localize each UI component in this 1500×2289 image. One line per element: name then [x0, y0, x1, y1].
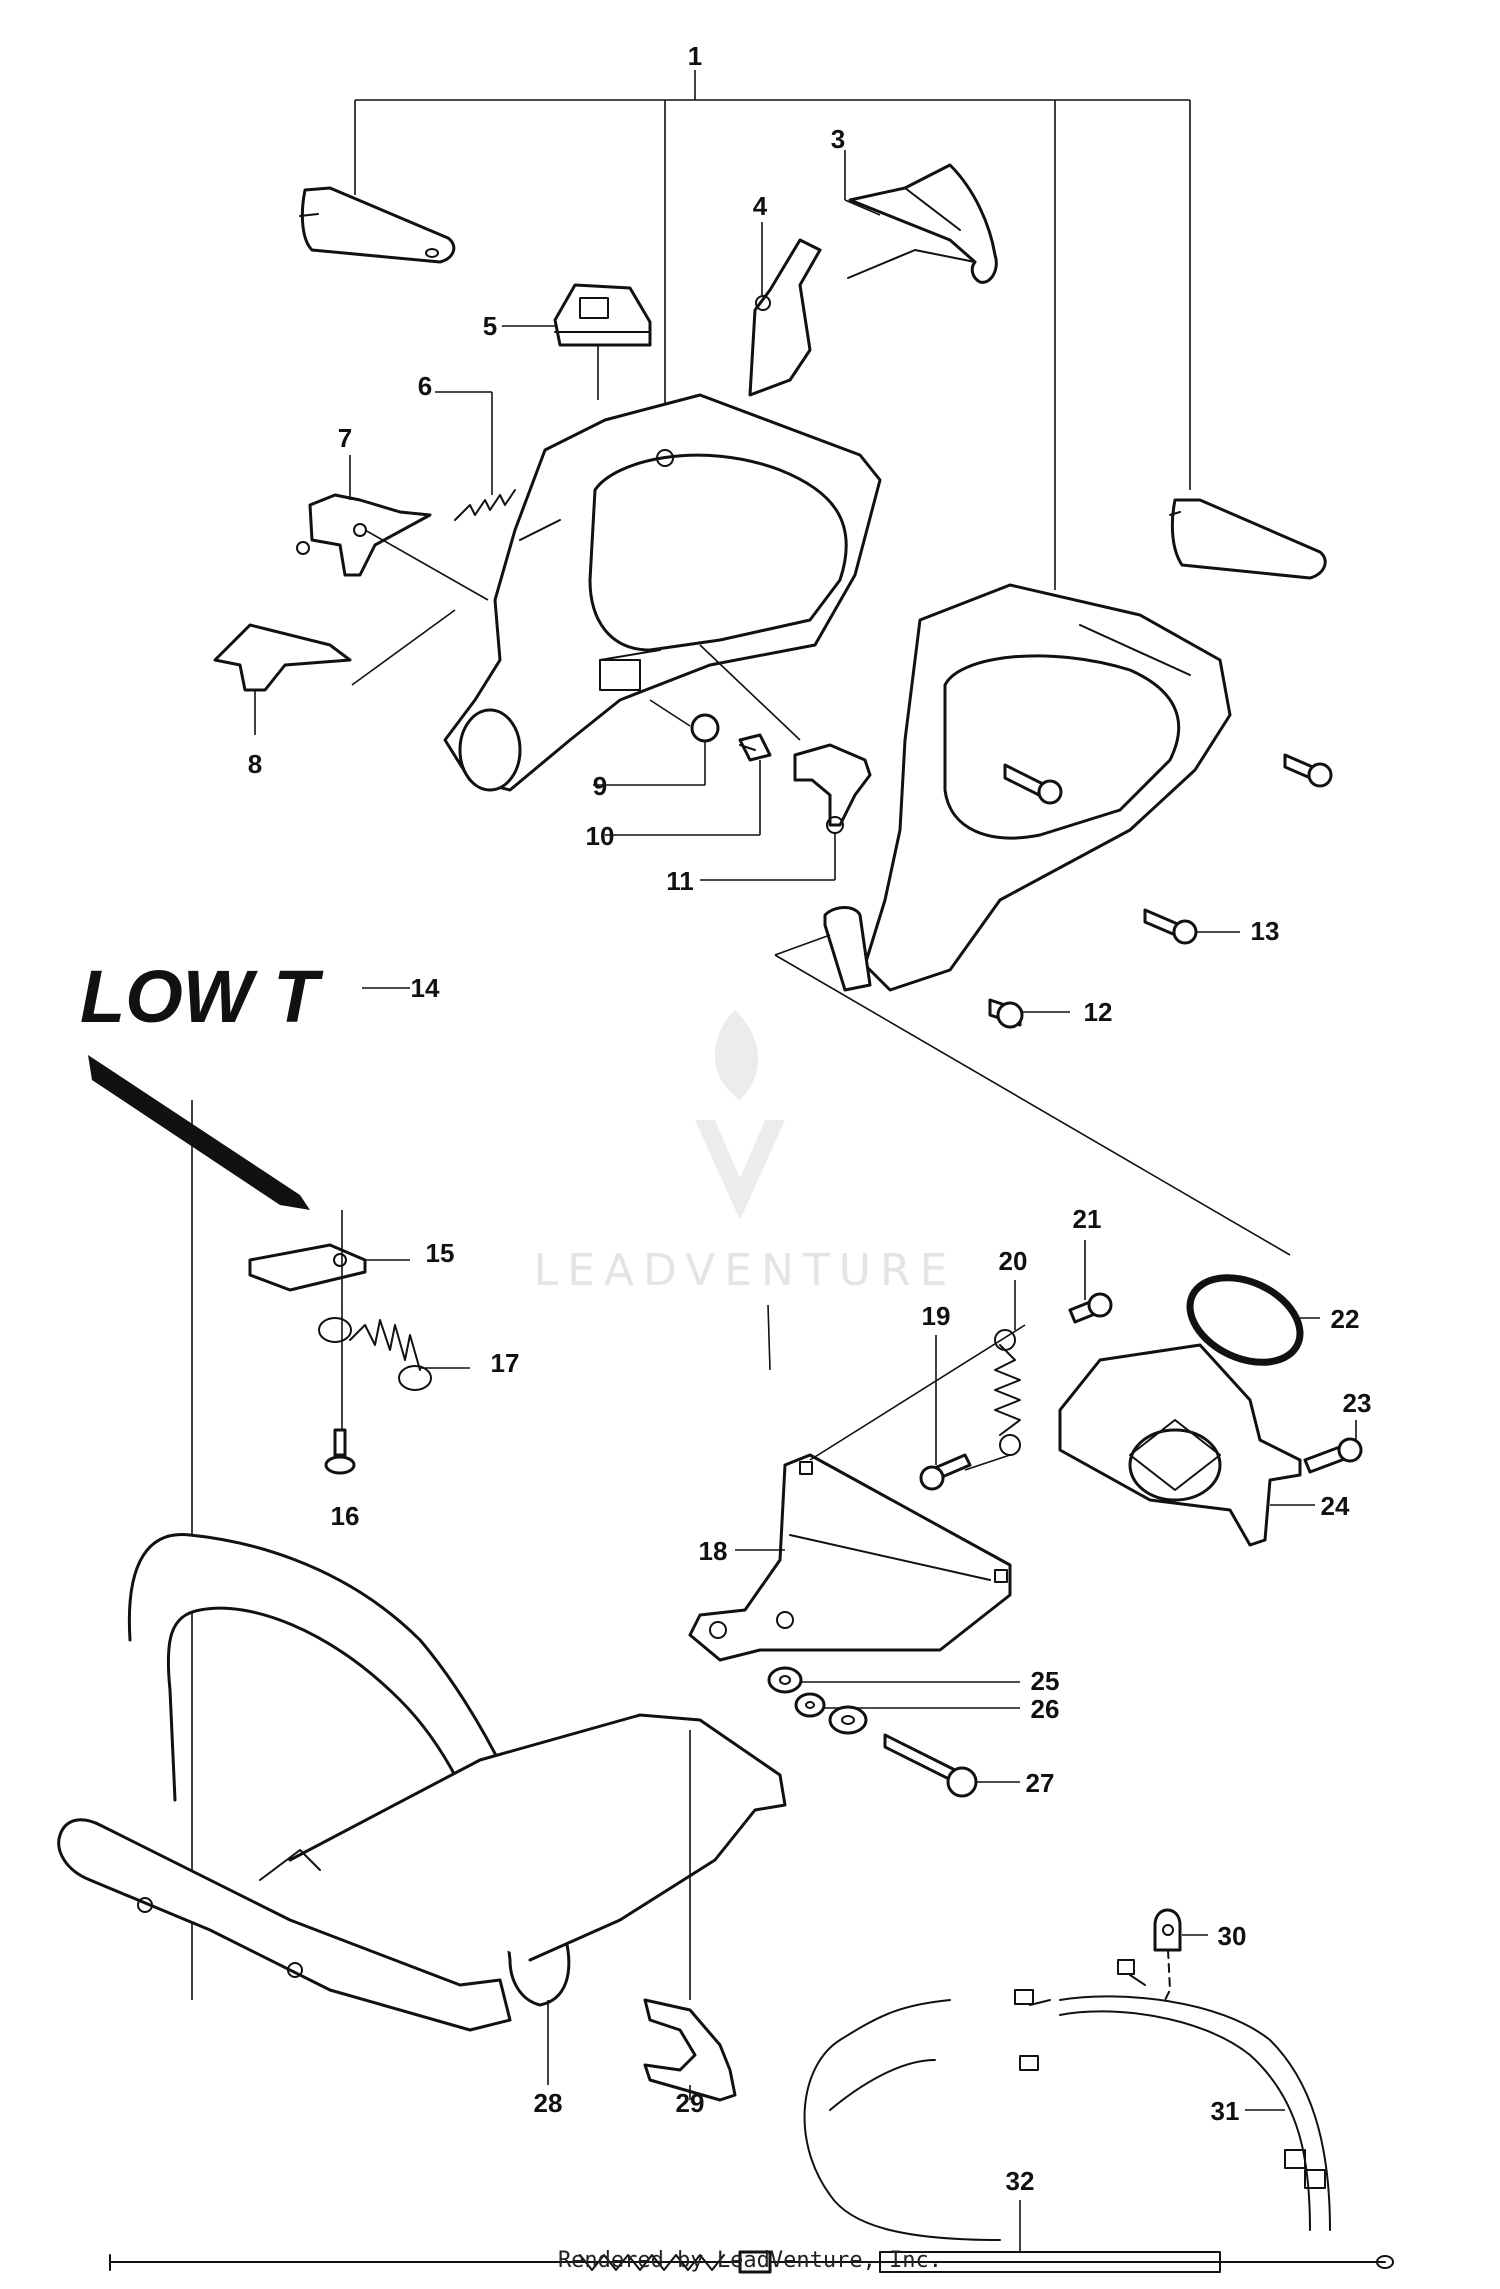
part-6-spring [435, 391, 516, 521]
part-10-screw [605, 733, 772, 836]
part-8-trigger-lock [213, 623, 352, 735]
callout-28: 28 [534, 2088, 563, 2118]
callout-21: 21 [1073, 1204, 1102, 1234]
callout-4: 4 [753, 191, 768, 221]
callout-11: 11 [666, 866, 694, 896]
callout-12: 12 [1084, 997, 1113, 1027]
part-28-front-handle [57, 1532, 787, 2085]
housing-screws [1003, 753, 1333, 805]
callout-29: 29 [676, 2088, 705, 2118]
guide-line-housing-to-cushion [774, 954, 1291, 1256]
callout-20: 20 [999, 1246, 1028, 1276]
callout-8: 8 [248, 749, 262, 779]
part-16-screw [324, 1300, 356, 1475]
callout-15: 15 [426, 1238, 455, 1268]
callout-31: 31 [1211, 2096, 1240, 2126]
part-25-washer [767, 1666, 1020, 1694]
part-1-leaders [354, 70, 1191, 590]
part-11-bracket [699, 644, 872, 881]
callout-10: 10 [586, 821, 615, 851]
watermark-text: LEADVENTURE [534, 1245, 957, 1296]
handle-cap-right [1169, 498, 1327, 580]
callout-9: 9 [593, 771, 607, 801]
watermark-v-icon [695, 1120, 785, 1220]
assembly-guides [351, 529, 771, 1371]
part-21-screw [1068, 1240, 1113, 1324]
watermark-flame-icon [714, 1010, 759, 1100]
part-23-screw [1303, 1420, 1363, 1474]
callout-23: 23 [1343, 1388, 1372, 1418]
callout-24: 24 [1321, 1491, 1350, 1521]
part-13-screw [1143, 908, 1240, 945]
part-17-spring [318, 1317, 470, 1391]
callout-27: 27 [1026, 1768, 1055, 1798]
part-18-bracket [688, 1453, 1012, 1662]
part-15-plate [248, 1210, 410, 1300]
callout-5: 5 [483, 311, 497, 341]
part-19-screw [919, 1335, 972, 1491]
decal-arrow-strip [88, 1055, 310, 1210]
part-27-bolt [883, 1733, 1020, 1798]
left-handle-housing [443, 393, 882, 792]
callout-6: 6 [418, 371, 432, 401]
callout-25: 25 [1031, 1666, 1060, 1696]
part-9-nut [593, 699, 720, 786]
callout-16: 16 [331, 1501, 360, 1531]
part-7-trigger [296, 455, 432, 577]
part-24-cushion [1058, 1343, 1315, 1547]
part-32-throttle-cable [109, 2200, 1394, 2274]
callout-30: 30 [1218, 1921, 1247, 1951]
callout-7: 7 [338, 423, 352, 453]
part-30-clip [1153, 1908, 1208, 2001]
handle-cap-left [299, 186, 456, 264]
o-ring-outer [1186, 1274, 1304, 1366]
part-29-clip [643, 1730, 737, 2102]
part-14-decal: LOW T [80, 955, 410, 2000]
footer-credit: Rendered by LeadVenture, Inc. [557, 2248, 943, 2273]
callout-32: 32 [1006, 2166, 1035, 2196]
part-4-lock-lever [748, 222, 822, 397]
callout-17: 17 [491, 1348, 520, 1378]
part-12-screw [988, 998, 1070, 1029]
callout-19: 19 [922, 1301, 951, 1331]
leadventure-watermark: LEADVENTURE [534, 1010, 957, 1296]
part-22-o-ring [1186, 1274, 1320, 1366]
callout-labels: 1 3 4 5 6 7 8 9 10 11 12 13 14 15 16 17 … [248, 41, 1372, 2196]
callout-1: 1 [688, 41, 702, 71]
callout-26: 26 [1031, 1694, 1060, 1724]
callout-13: 13 [1251, 916, 1280, 946]
part-5-switch [502, 283, 652, 400]
callout-22: 22 [1331, 1304, 1360, 1334]
guide-line-housing-left [774, 934, 831, 956]
callout-14: 14 [411, 973, 440, 1003]
callout-3: 3 [831, 124, 845, 154]
decal-text: LOW T [80, 955, 324, 1038]
part-26b-washer [828, 1705, 868, 1735]
part-31-wire-harness [803, 1959, 1331, 2241]
part-3-throttle-lever [844, 150, 998, 284]
part-20-spring [809, 1280, 1026, 1471]
callout-18: 18 [699, 1536, 728, 1566]
part-26-washer [794, 1692, 1020, 1718]
